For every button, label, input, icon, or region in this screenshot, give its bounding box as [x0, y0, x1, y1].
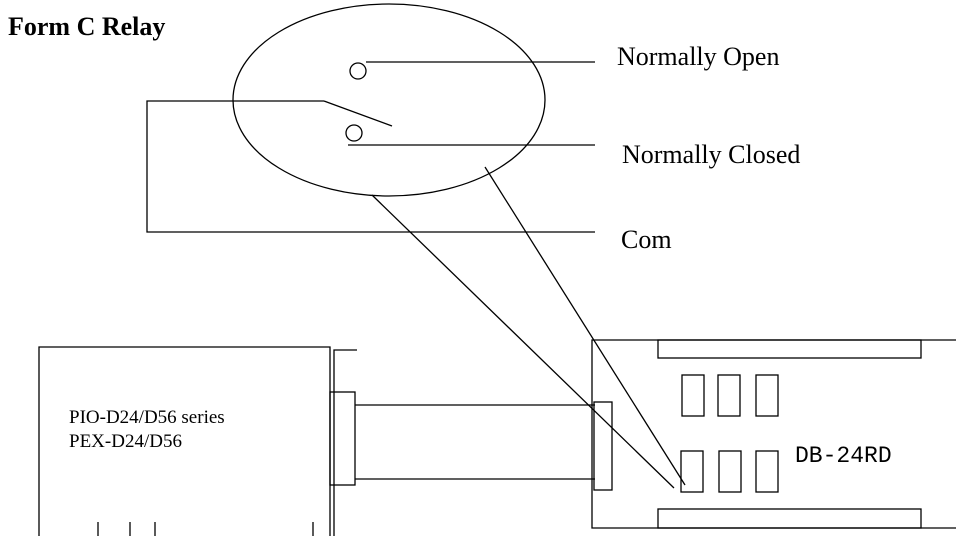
card-label-line1: PIO-D24/D56 series: [69, 407, 225, 428]
zoom-line-right: [484, 166, 686, 486]
relay-bottom-2: [718, 450, 742, 493]
no-contact: [349, 62, 367, 80]
relay-top-3: [755, 374, 779, 417]
switch-arm: [323, 100, 393, 127]
zoom-line-left: [371, 194, 675, 489]
relay-top-1: [681, 374, 705, 417]
card-label-line2: PEX-D24/D56: [69, 431, 182, 452]
relay-bottom-3: [755, 450, 779, 493]
zoom-ellipse: [232, 3, 546, 197]
card-connector: [329, 391, 356, 486]
card-bracket: [333, 349, 357, 536]
board-label: DB-24RD: [795, 443, 892, 469]
board-connector: [593, 401, 613, 491]
com-loop: [146, 100, 595, 233]
normally-closed-label: Normally Closed: [622, 140, 801, 169]
relay-bottom-1: [680, 450, 704, 493]
board-outline: [591, 339, 956, 529]
nc-contact: [345, 124, 363, 142]
diagram-title: Form C Relay: [8, 12, 166, 41]
normally-open-label: Normally Open: [617, 42, 780, 71]
com-label: Com: [621, 225, 672, 254]
board-rail-top: [657, 339, 922, 359]
board-rail-bottom: [657, 508, 922, 529]
relay-top-2: [717, 374, 741, 417]
